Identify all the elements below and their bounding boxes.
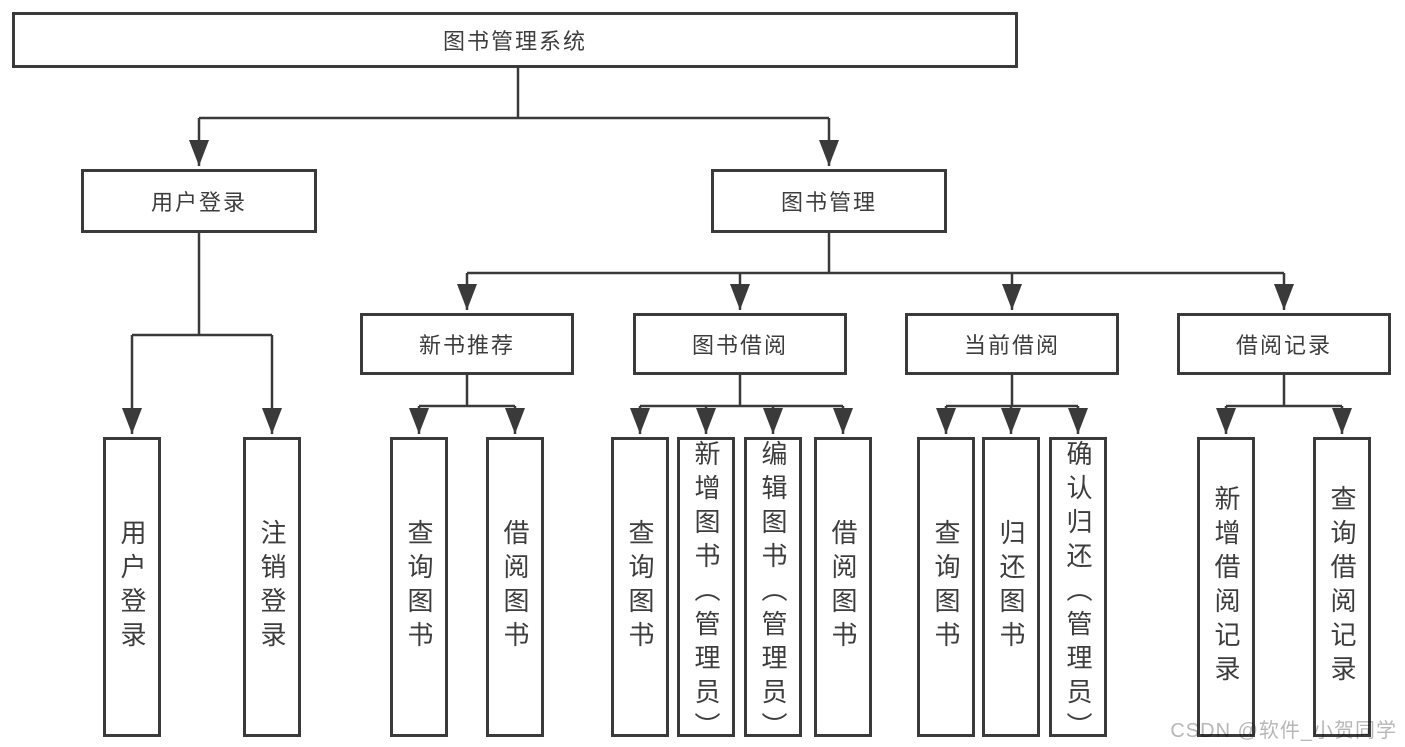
- csdn-watermark: CSDN @软件_小贺同学: [1170, 720, 1397, 742]
- node-current-borrowing-label: 当前借阅: [963, 333, 1060, 358]
- node-borrow-books-borrowing: 借阅图书: [814, 437, 872, 737]
- node-logout-leaf-label: 注销登录: [257, 519, 287, 655]
- node-add-book-admin-label: 新增图书（管理员）: [691, 440, 721, 746]
- node-add-borrow-record-label: 新增借阅记录: [1211, 485, 1241, 689]
- node-return-book-label: 归还图书: [996, 519, 1026, 655]
- node-book-management-label: 图书管理: [780, 190, 877, 215]
- node-query-borrow-record: 查询借阅记录: [1313, 437, 1371, 737]
- node-logout-leaf: 注销登录: [243, 437, 301, 737]
- node-user-login-leaf: 用户登录: [103, 437, 161, 737]
- node-new-book-recommend-label: 新书推荐: [418, 333, 515, 358]
- node-user-login: 用户登录: [81, 169, 317, 233]
- node-query-borrow-record-label: 查询借阅记录: [1327, 485, 1357, 689]
- node-new-book-recommend: 新书推荐: [360, 313, 574, 375]
- node-add-book-admin: 新增图书（管理员）: [677, 437, 735, 746]
- node-book-borrowing-label: 图书借阅: [691, 333, 788, 358]
- node-return-book: 归还图书: [982, 437, 1040, 737]
- node-query-books-recommend: 查询图书: [390, 437, 448, 737]
- node-confirm-return-admin: 确认归还（管理员）: [1049, 437, 1107, 746]
- node-borrow-books-recommend: 借阅图书: [486, 437, 544, 737]
- node-borrowing-records-label: 借阅记录: [1235, 333, 1332, 358]
- node-root: 图书管理系统: [12, 12, 1018, 68]
- node-root-label: 图书管理系统: [442, 29, 587, 54]
- node-edit-book-admin-label: 编辑图书（管理员）: [758, 440, 788, 746]
- node-borrow-books-borrowing-label: 借阅图书: [828, 519, 858, 655]
- node-query-books-current-label: 查询图书: [931, 519, 961, 655]
- node-user-login-leaf-label: 用户登录: [117, 519, 147, 655]
- node-query-books-recommend-label: 查询图书: [404, 519, 434, 655]
- node-book-management: 图书管理: [711, 169, 947, 233]
- node-query-books-borrowing-label: 查询图书: [625, 519, 655, 655]
- node-book-borrowing: 图书借阅: [633, 313, 847, 375]
- node-borrow-books-recommend-label: 借阅图书: [500, 519, 530, 655]
- node-current-borrowing: 当前借阅: [905, 313, 1119, 375]
- node-query-books-current: 查询图书: [917, 437, 975, 737]
- node-borrowing-records: 借阅记录: [1177, 313, 1391, 375]
- node-edit-book-admin: 编辑图书（管理员）: [744, 437, 802, 746]
- node-user-login-label: 用户登录: [150, 190, 247, 215]
- node-add-borrow-record: 新增借阅记录: [1197, 437, 1255, 737]
- node-confirm-return-admin-label: 确认归还（管理员）: [1063, 440, 1093, 746]
- node-query-books-borrowing: 查询图书: [611, 437, 669, 737]
